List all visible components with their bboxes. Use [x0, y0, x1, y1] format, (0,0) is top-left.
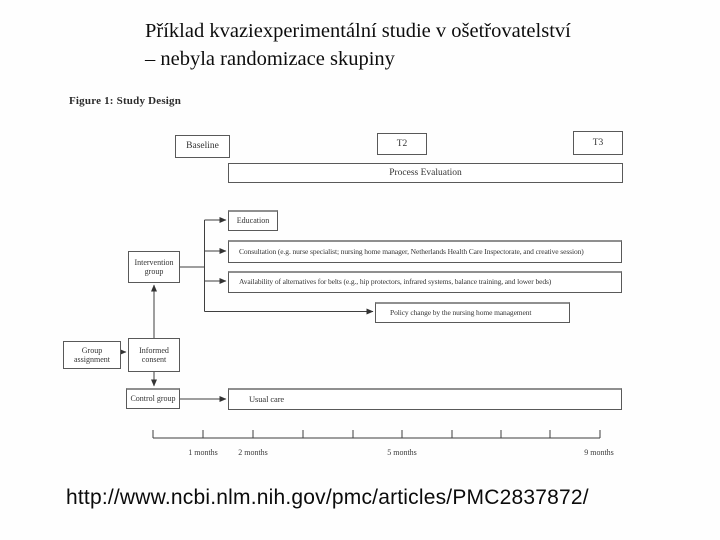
box-consultation: Consultation (e.g. nurse specialist; nur…: [228, 240, 622, 263]
slide-title-line2: – nebyla randomizace skupiny: [145, 48, 395, 70]
box-education: Education: [228, 210, 278, 231]
timeline-label-1-months: 1 months: [188, 448, 218, 457]
slide-title-line1: Příklad kvaziexperimentální studie v oše…: [145, 20, 571, 42]
box-control-group: Control group: [126, 388, 180, 409]
box-informed-consent: Informed consent: [128, 338, 180, 372]
timeline-label-9-months: 9 months: [584, 448, 614, 457]
box-policy-change: Policy change by the nursing home manage…: [375, 302, 570, 323]
box-t3: T3: [573, 131, 623, 155]
figure-caption: Figure 1: Study Design: [69, 95, 182, 107]
box-t2: T2: [377, 133, 427, 155]
box-usual-care: Usual care: [228, 388, 622, 410]
box-intervention-group: Intervention group: [128, 251, 180, 283]
timeline-label-5-months: 5 months: [387, 448, 417, 457]
box-process-evaluation: Process Evaluation: [228, 163, 623, 183]
box-group-assignment: Group assignment: [63, 341, 121, 369]
slide-title: Příklad kvaziexperimentální studie v oše…: [145, 17, 685, 73]
timeline-label-2-months: 2 months: [238, 448, 268, 457]
source-url: http://www.ncbi.nlm.nih.gov/pmc/articles…: [66, 486, 589, 509]
box-availability: Availability of alternatives for belts (…: [228, 271, 622, 293]
box-baseline: Baseline: [175, 135, 230, 158]
